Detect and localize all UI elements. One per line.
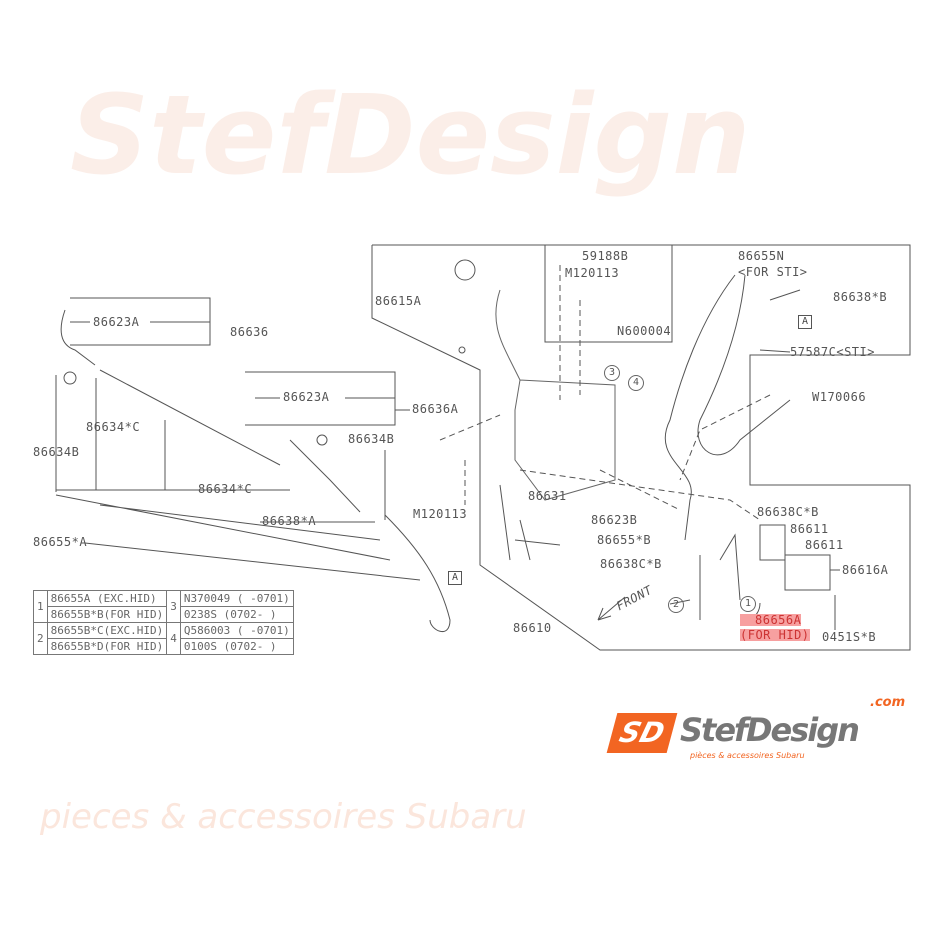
label-86615A: 86615A — [375, 294, 422, 308]
label-86610: 86610 — [513, 621, 552, 635]
key-cell: 86655B*B(FOR HID) — [46, 606, 168, 623]
callout-2: 2 — [668, 597, 684, 613]
label-86634C: 86634*C — [198, 482, 253, 496]
label-57587C: 57587C<STI> — [790, 345, 875, 359]
logo-dotcom: .com — [870, 695, 906, 710]
label-86655A: 86655*A — [33, 535, 88, 549]
key-cell: Q586003 ( -0701) — [179, 622, 294, 639]
key-cell: N370049 ( -0701) — [179, 590, 294, 607]
label-86611: 86611 — [790, 522, 829, 536]
label-59188B: 59188B — [582, 249, 629, 263]
logo-name: StefDesign — [680, 711, 860, 749]
key-num: 3 — [166, 590, 181, 623]
label-86656A-highlighted: 86656A — [740, 614, 802, 626]
watermark-tagline: pieces & accessoires Subaru — [40, 797, 527, 837]
label-86638CB: 86638C*B — [600, 557, 662, 571]
label-86638B: 86638*B — [833, 290, 888, 304]
key-num: 2 — [33, 622, 48, 655]
label-86636: 86636 — [230, 325, 269, 339]
key-num: 4 — [166, 622, 181, 655]
label-86623A: 86623A — [283, 390, 330, 404]
label-86631: 86631 — [528, 489, 567, 503]
key-cell: 86655B*C(EXC.HID) — [46, 622, 168, 639]
label-86634C: 86634*C — [86, 420, 141, 434]
label-for-hid: (FOR HID) — [740, 628, 810, 642]
label-86616A: 86616A — [842, 563, 889, 577]
ref-box-A: A — [798, 315, 812, 329]
label-N600004: N600004 — [617, 324, 672, 338]
label-86638A: 86638*A — [262, 514, 317, 528]
label-M120113: M120113 — [565, 266, 620, 280]
callout-1: 1 — [740, 596, 756, 612]
key-num: 1 — [33, 590, 48, 623]
watermark-brand: StefDesign — [70, 71, 751, 199]
label-86611: 86611 — [805, 538, 844, 552]
key-cell: 0100S (0702- ) — [179, 638, 294, 655]
stefdesign-logo: SD StefDesign .com pièces & accessoires … — [606, 695, 922, 760]
label-86636A: 86636A — [412, 402, 459, 416]
label-for-sti: <FOR STI> — [738, 265, 808, 279]
key-cell: 86655A (EXC.HID) — [46, 590, 168, 607]
label-86623A: 86623A — [93, 315, 140, 329]
label-86655B: 86655*B — [597, 533, 652, 547]
logo-tagline: pièces & accessoires Subaru — [690, 751, 805, 760]
logo-mark: SD — [606, 713, 678, 753]
label-0451SB: 0451S*B — [822, 630, 877, 644]
label-W170066: W170066 — [812, 390, 867, 404]
key-cell: 0238S (0702- ) — [179, 606, 294, 623]
label-86638CB: 86638C*B — [757, 505, 819, 519]
callout-3: 3 — [604, 365, 620, 381]
label-86634B: 86634B — [33, 445, 80, 459]
label-86623B: 86623B — [591, 513, 638, 527]
ref-box-A: A — [448, 571, 462, 585]
label-86655N: 86655N — [738, 249, 785, 263]
label-M120113: M120113 — [413, 507, 468, 521]
callout-4: 4 — [628, 375, 644, 391]
key-cell: 86655B*D(FOR HID) — [46, 638, 168, 655]
label-86634B: 86634B — [348, 432, 395, 446]
